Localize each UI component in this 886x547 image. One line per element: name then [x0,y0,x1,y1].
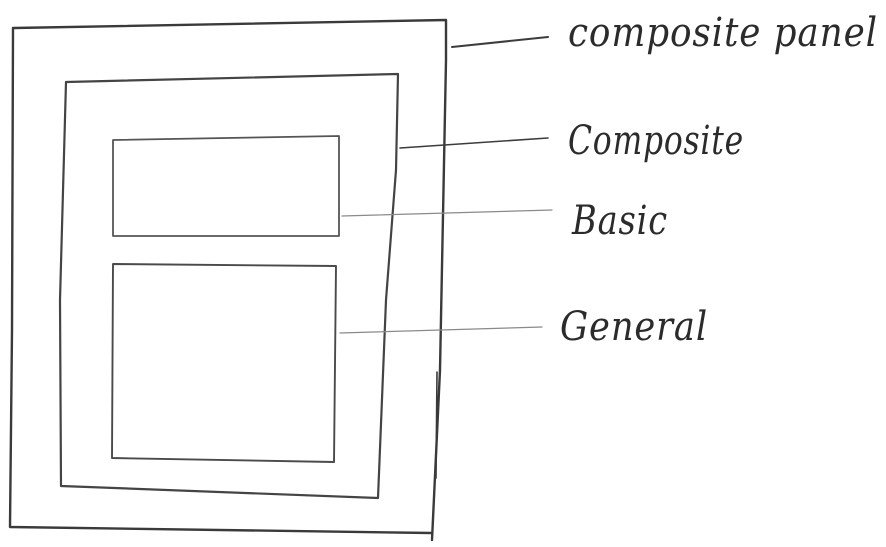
outer-frame-tick [435,371,438,479]
composite-panel-frame [8,18,448,542]
general-label: General [560,304,708,350]
composite-panel-leader [451,36,549,48]
basic-box [112,135,340,237]
composite-panel-label: composite panel [568,10,878,56]
composite-frame [58,72,400,500]
general-leader [339,326,543,334]
composite-label: Composite [568,118,744,164]
basic-leader [341,209,553,217]
composite-leader [399,137,549,149]
basic-label: Basic [571,198,668,244]
general-box [111,263,337,463]
